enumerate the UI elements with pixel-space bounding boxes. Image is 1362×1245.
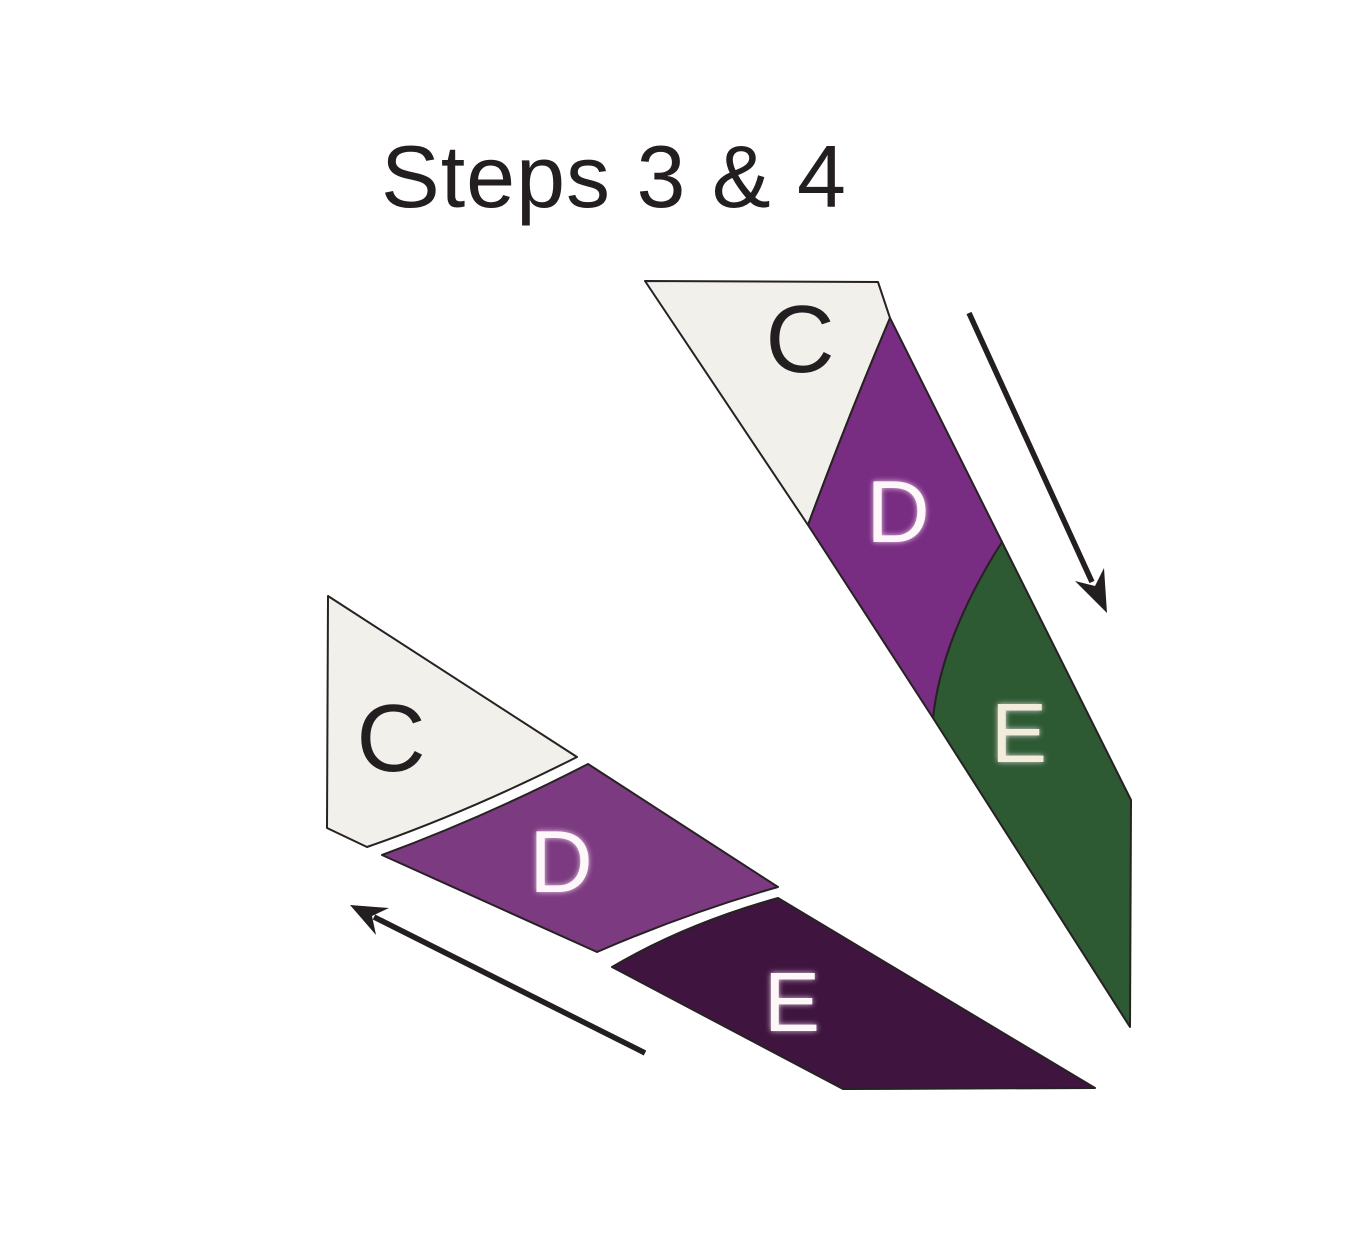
- exploded-label-c: C: [356, 685, 425, 792]
- exploded-label-d: D: [529, 812, 593, 911]
- arrow-head-icon: [1075, 568, 1107, 613]
- page-title: Steps 3 & 4: [381, 127, 847, 226]
- sewn-piece-e: [932, 541, 1132, 1028]
- sewn-unit: C D E: [644, 280, 1132, 1028]
- sew-direction-arrow-up-left: [350, 905, 647, 1056]
- arrow-shaft: [966, 311, 1095, 584]
- exploded-piece-c: [326, 595, 578, 848]
- arrow-head-icon: [350, 905, 389, 935]
- sewn-label-c: C: [765, 286, 834, 393]
- exploded-unit: C D E: [326, 595, 1096, 1090]
- exploded-piece-e: [611, 897, 1096, 1090]
- sew-direction-arrow-down-right: [966, 311, 1107, 613]
- exploded-label-e: E: [764, 955, 820, 1049]
- exploded-piece-d: [381, 763, 779, 953]
- sewn-label-d: D: [866, 462, 930, 561]
- sewn-label-e: E: [991, 686, 1047, 780]
- arrow-shaft: [372, 914, 647, 1056]
